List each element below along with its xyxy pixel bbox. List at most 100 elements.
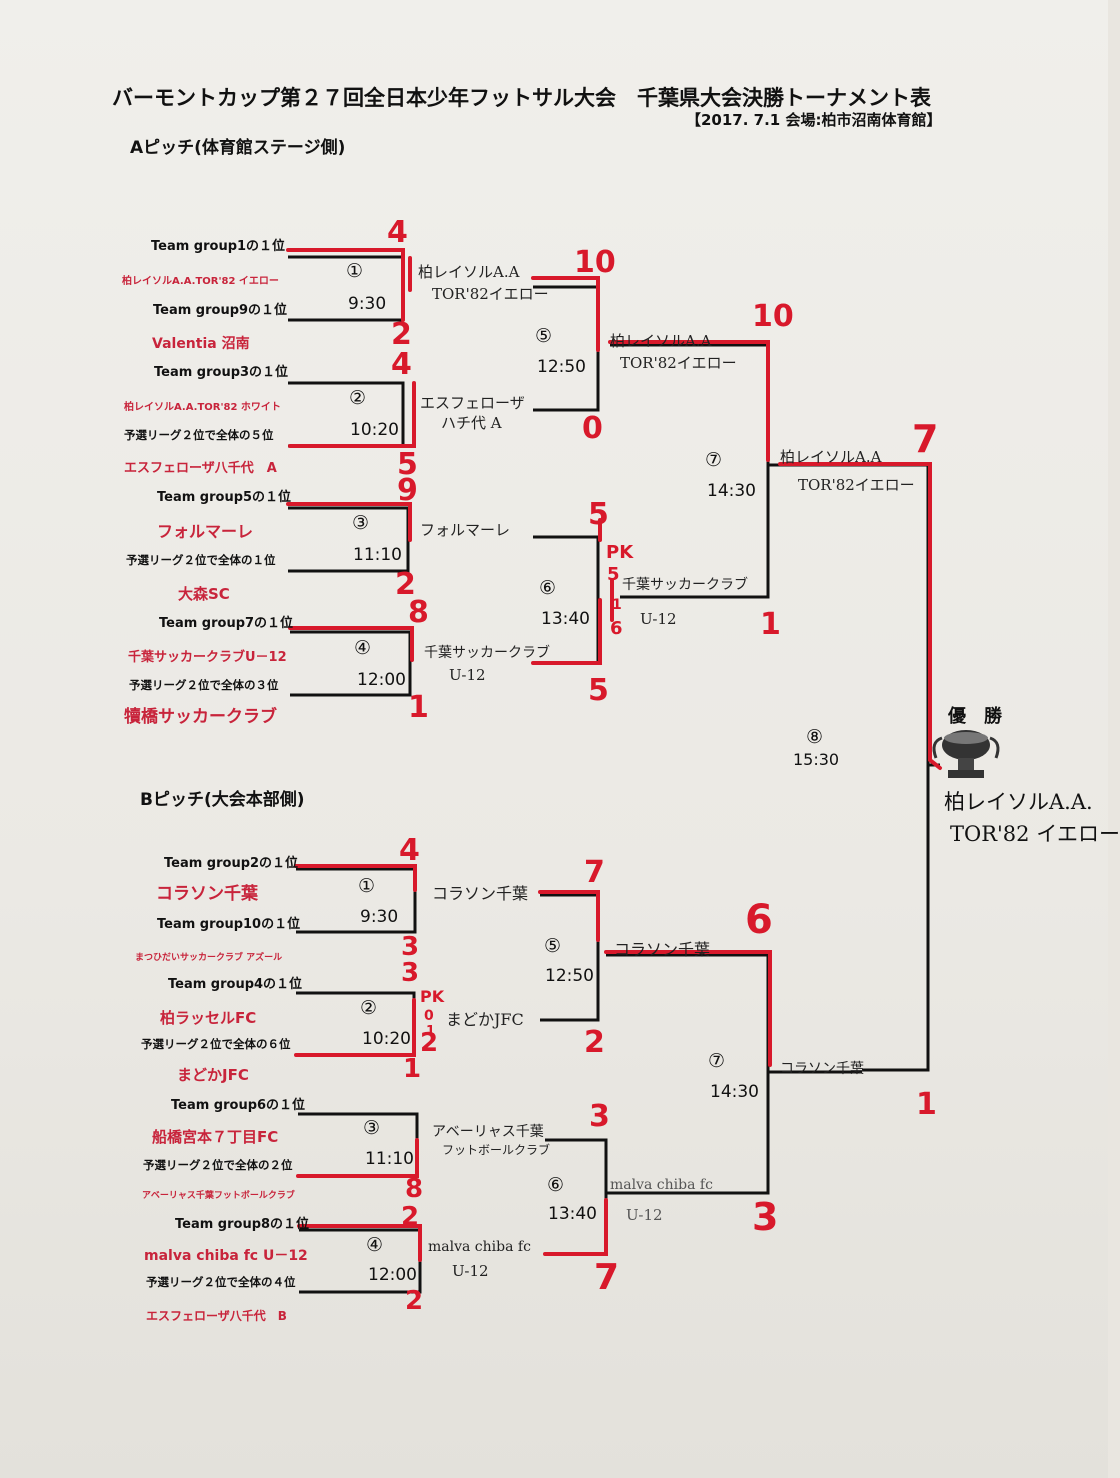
score: 9 [397, 473, 418, 508]
score: 1 [403, 1054, 422, 1084]
team-name: フォルマーレ [157, 522, 254, 541]
score: 8 [405, 1174, 424, 1204]
score: 5 [588, 497, 609, 532]
slot-label: 予選リーグ２位で全体の２位 [143, 1158, 293, 1172]
team-name: 犢橋サッカークラブ [124, 707, 277, 727]
winner-name: 柏レイソルA.A [610, 332, 712, 350]
match-number: ⑥ [547, 1174, 565, 1196]
team-name: エスフェローザ八千代 B [146, 1309, 287, 1323]
team-name: 柏ラッセルFC [160, 1009, 257, 1027]
winner-name: コラソン千葉 [432, 884, 529, 903]
score: 10 [574, 245, 616, 280]
winner-name: U-12 [452, 1262, 489, 1280]
score: 3 [752, 1195, 779, 1239]
match-time: 11:10 [365, 1149, 414, 1169]
match-number: ④ [366, 1234, 384, 1256]
winner-name: U-12 [640, 610, 677, 628]
score: 1 [916, 1087, 937, 1122]
team-name: Valentia 沼南 [152, 336, 250, 352]
match-time: 13:40 [548, 1204, 597, 1224]
score: 2 [584, 1025, 605, 1060]
match-time: 12:50 [537, 357, 586, 377]
score: 2 [401, 1202, 420, 1232]
match-time: 11:10 [353, 545, 402, 565]
score: 1 [408, 690, 429, 725]
slot-label: Team group2の１位 [164, 856, 299, 871]
match-number: ⑥ [539, 577, 557, 599]
pk-score: 1 [612, 597, 622, 613]
match-number: ① [346, 260, 364, 282]
team-name: エスフェローザ八千代 A [124, 461, 277, 476]
slot-label: 予選リーグ２位で全体の６位 [141, 1037, 291, 1051]
winner-name: アベーリャス千葉 [432, 1124, 544, 1140]
team-name: 大森SC [178, 585, 230, 603]
score: 2 [420, 1028, 439, 1058]
team-name: 柏レイソルA.A.TOR'82 ホワイト [124, 402, 281, 413]
score: 7 [584, 855, 605, 890]
score: 4 [391, 347, 412, 382]
match-time: 12:00 [357, 670, 406, 690]
match-time: 15:30 [793, 750, 840, 769]
score: 3 [589, 1099, 610, 1134]
page-title: バーモントカップ第２７回全日本少年フットサル大会 千葉県大会決勝トーナメント表 [112, 86, 931, 110]
winner-name: コラソン千葉 [614, 940, 711, 959]
team-name: 船橋宮本７丁目FC [152, 1128, 279, 1146]
winner-name: 千葉サッカークラブ [424, 645, 550, 661]
winner-name: フットボールクラブ [442, 1143, 551, 1157]
match-number: ② [360, 997, 378, 1019]
slot-label: 予選リーグ２位で全体の３位 [129, 678, 279, 692]
match-number: ⑤ [535, 325, 553, 347]
event-date-venue: 【2017. 7.1 会場:柏市沼南体育館】 [686, 111, 942, 129]
winner-name: TOR'82イエロー [432, 285, 549, 303]
match-number: ③ [352, 512, 370, 534]
winner-name: まどかJFC [446, 1010, 524, 1029]
pk-score: 6 [610, 618, 623, 639]
match-time: 10:20 [362, 1029, 411, 1049]
match-time: 12:00 [368, 1265, 417, 1285]
champion-label: 優 勝 [948, 706, 1002, 727]
winner-name: 柏レイソルA.A [780, 448, 882, 466]
match-time: 10:20 [350, 420, 399, 440]
winner-name: U-12 [626, 1206, 663, 1224]
winner-name: U-12 [449, 666, 486, 684]
match-time: 9:30 [348, 294, 387, 314]
match-time: 9:30 [360, 907, 399, 927]
slot-label: Team group4の１位 [168, 977, 303, 992]
team-name: コラソン千葉 [156, 884, 258, 904]
slot-label: Team group3の１位 [154, 365, 289, 380]
slot-label: 予選リーグ２位で全体の１位 [126, 553, 276, 567]
score: 4 [399, 833, 420, 868]
champion-name: 柏レイソルA.A. [944, 790, 1093, 814]
match-number: ⑤ [544, 935, 562, 957]
score: 5 [397, 447, 418, 482]
score: 8 [408, 595, 429, 630]
match-number: ③ [363, 1117, 381, 1139]
trophy-icon [932, 730, 1000, 778]
pk-label: PK [420, 987, 445, 1006]
score: 2 [405, 1286, 424, 1316]
score: 5 [588, 673, 609, 708]
score: 2 [395, 567, 416, 602]
slot-label: Team group8の１位 [175, 1217, 310, 1232]
score: 10 [752, 299, 794, 334]
match-time: 12:50 [545, 966, 594, 986]
winner-name: TOR'82イエロー [620, 354, 737, 372]
team-name: 千葉サッカークラブU－12 [128, 650, 287, 665]
slot-label: Team group10の１位 [157, 917, 301, 932]
pk-score: 1 [426, 1024, 436, 1039]
score: 1 [760, 607, 781, 642]
score: 3 [401, 958, 420, 988]
match-time: 14:30 [710, 1082, 759, 1102]
match-number: ④ [354, 637, 372, 659]
match-number: ① [358, 875, 376, 897]
team-name: まどかJFC [177, 1066, 249, 1084]
slot-label: Team group1の１位 [151, 239, 286, 254]
score: 7 [594, 1257, 620, 1298]
champion-name: TOR'82 イエロー [950, 822, 1120, 846]
slot-label: Team group9の１位 [153, 303, 288, 318]
score: 7 [912, 417, 939, 461]
match-time: 14:30 [707, 481, 756, 501]
team-name: アベーリャス千葉フットボールクラブ [142, 1191, 295, 1201]
match-number: ⑦ [705, 449, 723, 471]
